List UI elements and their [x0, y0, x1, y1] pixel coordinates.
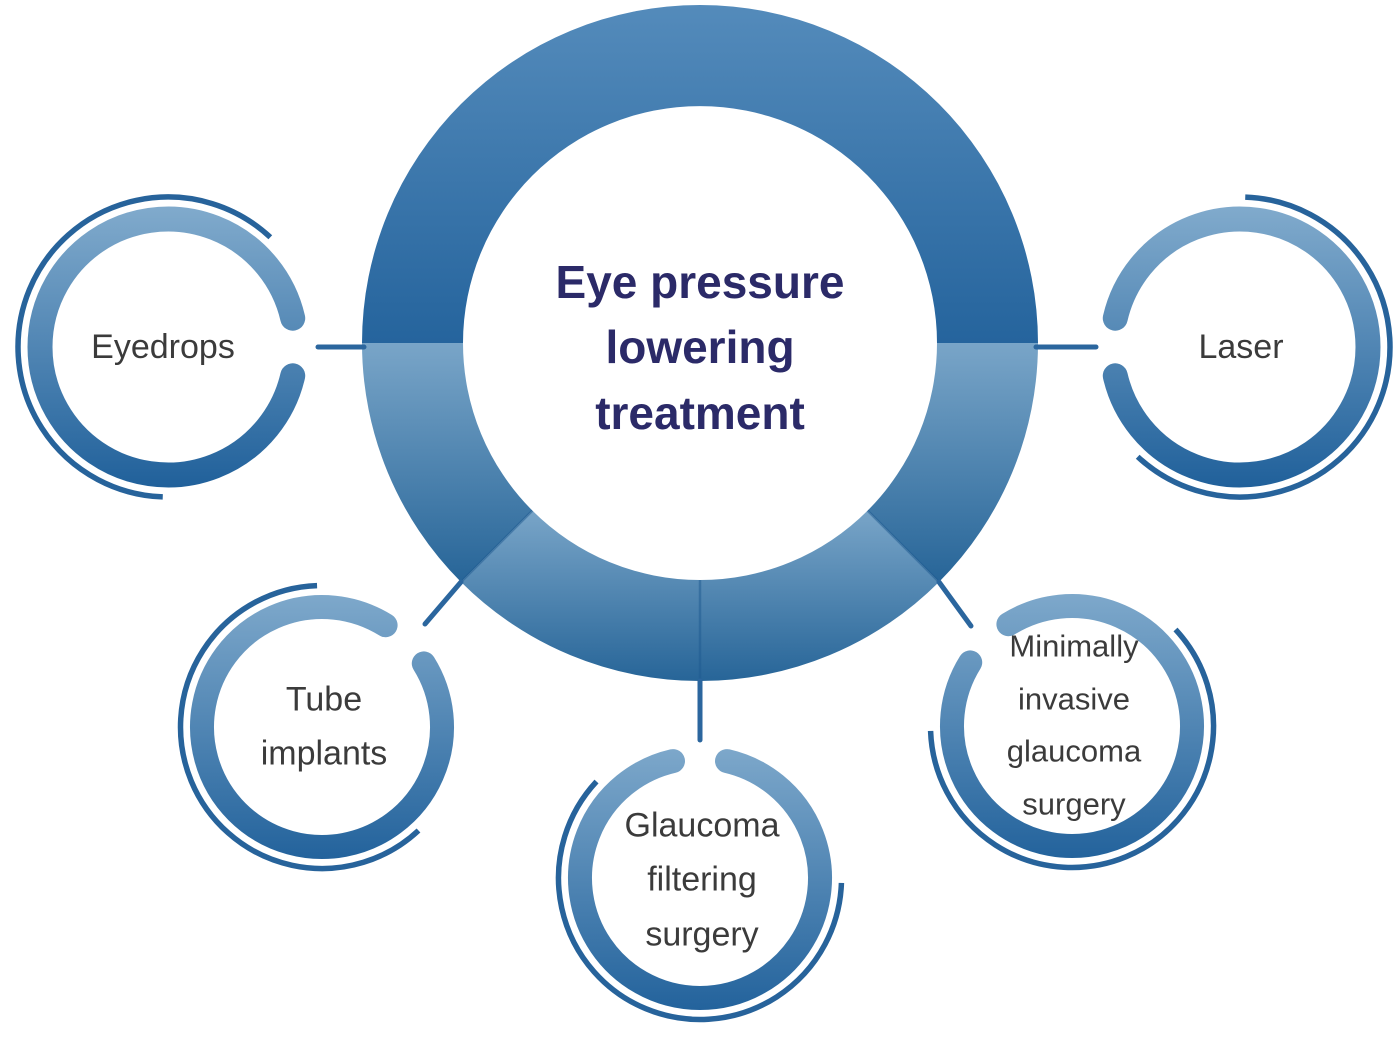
- eyedrops-label: Eyedrops: [91, 320, 235, 374]
- glaucoma-filtering-label-line: filtering: [647, 860, 757, 899]
- center-label-line: lowering: [605, 321, 795, 374]
- glaucoma-filtering-thin-arc: [555, 779, 845, 1023]
- laser-label: Laser: [1198, 320, 1283, 374]
- minimally-invasive-label-line: Minimally: [1009, 628, 1139, 664]
- ring-segment-bottom-left: [461, 510, 700, 681]
- glaucoma-filtering-label-line: surgery: [645, 915, 759, 954]
- ring-segment-left: [362, 343, 533, 582]
- eyedrops-circle: [15, 194, 306, 500]
- tube-implants-label-line: Tube: [285, 680, 363, 719]
- eyedrops-label-line: Eyedrops: [91, 327, 235, 366]
- center-label-line: Eye pressure: [555, 256, 845, 309]
- ring-seam-left-diagonal: [460, 509, 534, 583]
- central-ring: [362, 5, 1038, 681]
- eyedrops-thick-ring: [27, 206, 306, 488]
- center-label: Eye pressure lowering treatment: [556, 250, 845, 446]
- connector-minimally-invasive: [936, 579, 974, 629]
- glaucoma-filtering-thick-ring: [568, 749, 832, 1010]
- ring-seam-right-diagonal: [866, 509, 940, 583]
- ring-segment-right: [867, 343, 1038, 582]
- minimally-invasive-thick-ring: [940, 594, 1204, 858]
- eyedrops-thin-arc: [15, 194, 273, 500]
- laser-label-line: Laser: [1198, 327, 1284, 366]
- glaucoma-filtering-label-line: Glaucoma: [624, 806, 780, 845]
- tube-implants-thick-ring: [190, 595, 454, 859]
- glaucoma-filtering-label: Glaucoma filtering surgery: [625, 798, 780, 961]
- tube-implants-thin-arc: [177, 582, 421, 872]
- ring-segment-top: [362, 5, 1038, 343]
- minimally-invasive-label-line: surgery: [1022, 786, 1126, 822]
- tube-implants-circle: [177, 582, 454, 872]
- minimally-invasive-circle: [927, 594, 1217, 871]
- center-label-line: treatment: [595, 386, 805, 439]
- minimally-invasive-thin-arc: [927, 627, 1217, 871]
- laser-thick-ring: [1102, 206, 1381, 488]
- tube-implants-label-line: implants: [260, 735, 388, 773]
- connector-tube-implants: [422, 579, 464, 627]
- laser-circle: [1102, 194, 1393, 500]
- glaucoma-filtering-circle: [555, 749, 845, 1023]
- minimally-invasive-label-line: glaucoma: [1006, 734, 1142, 769]
- minimally-invasive-label-line: invasive: [1017, 681, 1130, 717]
- tube-implants-label: Tube implants: [261, 673, 388, 782]
- minimally-invasive-label: Minimally invasive glaucoma surgery: [1007, 621, 1141, 832]
- laser-thin-arc: [1135, 194, 1393, 500]
- connectors: [315, 344, 1099, 743]
- ring-segment-bottom-right: [700, 510, 939, 681]
